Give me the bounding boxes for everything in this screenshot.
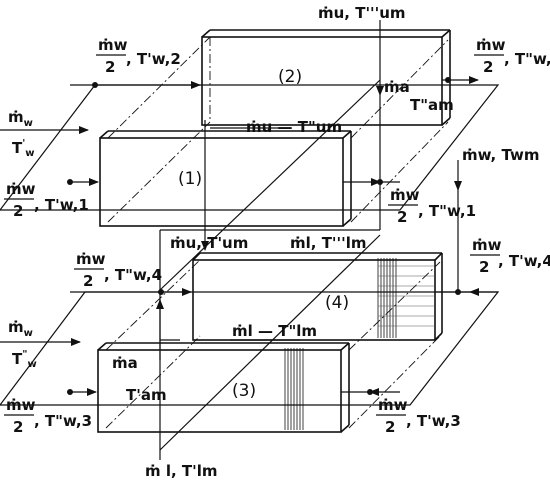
svg-text:, T"w,2: , T"w,2 bbox=[504, 50, 550, 68]
label-mu-tum-lower: ṁu, T'um bbox=[170, 234, 248, 252]
svg-text:2: 2 bbox=[479, 258, 489, 276]
svg-text:, T'w,4: , T'w,4 bbox=[498, 252, 550, 270]
label-right-w2: ṁw 2 , T"w,2 bbox=[474, 36, 550, 76]
label-half-w1: ṁw 2 , T'w,1 bbox=[4, 180, 89, 220]
svg-text:, T'w,3: , T'w,3 bbox=[406, 412, 461, 430]
box-3: (3) bbox=[97, 342, 350, 433]
lower-plane bbox=[0, 291, 500, 406]
label-right-w4: ṁw 2 , T'w,4 bbox=[470, 236, 550, 276]
label-half-w2: ṁw 2 , T'w,2 bbox=[96, 36, 181, 76]
upper-dashed-lines bbox=[107, 36, 449, 223]
svg-text:ṁw: ṁw bbox=[6, 180, 36, 198]
svg-text:, T'w,1: , T'w,1 bbox=[34, 196, 89, 214]
svg-text:ṁw: ṁw bbox=[476, 36, 506, 54]
label-tam-bottom: T'am bbox=[126, 386, 167, 404]
box-3-label: (3) bbox=[232, 381, 256, 401]
svg-text:ṁw: ṁw bbox=[472, 236, 502, 254]
svg-text:2: 2 bbox=[397, 208, 407, 226]
label-ma-bottom: ṁa bbox=[112, 354, 138, 372]
box-2: (2) bbox=[201, 29, 451, 126]
svg-text:ṁw: ṁw bbox=[378, 396, 408, 414]
label-tam-top: T"am bbox=[410, 96, 454, 114]
svg-text:, T"w,1: , T"w,1 bbox=[418, 202, 476, 220]
label-half-w4: ṁw 2 , T"w,4 bbox=[74, 250, 162, 290]
box-2-label: (2) bbox=[278, 67, 302, 87]
box-4-hatch bbox=[377, 258, 435, 338]
svg-text:ṁw: ṁw bbox=[98, 36, 128, 54]
label-right-w1: ṁw 2 , T"w,1 bbox=[388, 186, 476, 226]
label-tw-outlet: T"w bbox=[12, 349, 37, 370]
svg-text:2: 2 bbox=[13, 202, 23, 220]
box-3-hatch bbox=[284, 348, 304, 430]
label-ml-tlm-bottom: ṁ l, T'lm bbox=[145, 462, 218, 480]
svg-text:2: 2 bbox=[385, 418, 395, 436]
label-mu-tum-top: ṁu, T'''um bbox=[318, 4, 406, 22]
box-4-label: (4) bbox=[325, 293, 349, 313]
box-1: (1) bbox=[99, 130, 352, 227]
label-ma-top: ṁa bbox=[384, 78, 410, 96]
svg-text:2: 2 bbox=[105, 58, 115, 76]
upper-water-flows bbox=[0, 76, 479, 186]
box-1-label: (1) bbox=[178, 169, 202, 189]
lower-dashed-lines bbox=[105, 259, 441, 429]
label-ml-tlm-mid: ṁl — T"lm bbox=[232, 322, 317, 340]
label-mw-inlet: ṁw bbox=[8, 108, 33, 129]
svg-text:ṁw: ṁw bbox=[76, 250, 106, 268]
svg-text:ṁw: ṁw bbox=[390, 186, 420, 204]
lower-water-flows bbox=[0, 288, 498, 396]
svg-text:, T"w,4: , T"w,4 bbox=[104, 266, 162, 284]
svg-text:ṁw: ṁw bbox=[6, 396, 36, 414]
svg-text:2: 2 bbox=[83, 272, 93, 290]
box-4: (4) bbox=[192, 252, 443, 341]
label-mu-tum-mid: ṁu — T"um bbox=[246, 118, 342, 136]
svg-text:2: 2 bbox=[483, 58, 493, 76]
label-mw-outlet: ṁw bbox=[8, 318, 33, 339]
upper-plane bbox=[0, 84, 500, 211]
svg-text:, T'w,2: , T'w,2 bbox=[126, 50, 181, 68]
label-tw-inlet: T'w bbox=[12, 138, 35, 159]
label-ml-tlm-upper: ṁl, T'''lm bbox=[290, 234, 366, 252]
label-half-w3: ṁw 2 , T"w,3 bbox=[4, 396, 92, 436]
label-mw-twm: ṁw, Twm bbox=[462, 146, 540, 164]
label-right-w3: ṁw 2 , T'w,3 bbox=[376, 396, 461, 436]
svg-text:2: 2 bbox=[13, 418, 23, 436]
svg-text:, T"w,3: , T"w,3 bbox=[34, 412, 92, 430]
